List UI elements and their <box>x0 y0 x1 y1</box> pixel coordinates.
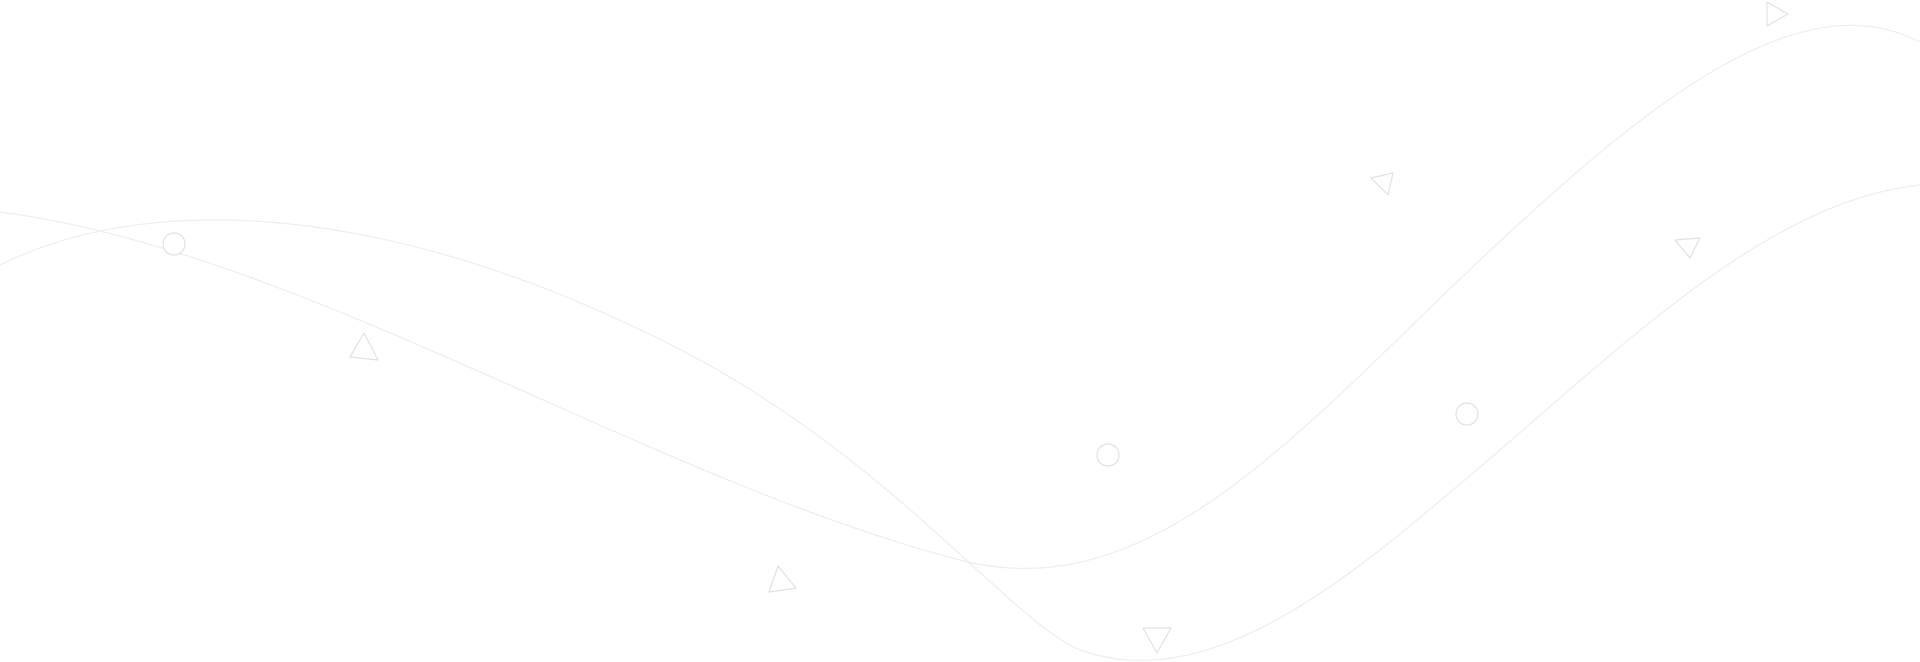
triangle-icon <box>1142 627 1172 654</box>
triangle-icon <box>1674 237 1701 259</box>
triangle-icon <box>349 332 379 361</box>
triangle-icon <box>1766 1 1789 27</box>
curve-a-line <box>0 24 1920 570</box>
triangle-icon <box>1370 172 1394 196</box>
circle-icon <box>1455 402 1479 426</box>
circle-icon <box>162 232 186 256</box>
circle-icon <box>1096 443 1120 467</box>
triangle-icon <box>768 565 797 593</box>
curve-b-line <box>0 184 1920 661</box>
